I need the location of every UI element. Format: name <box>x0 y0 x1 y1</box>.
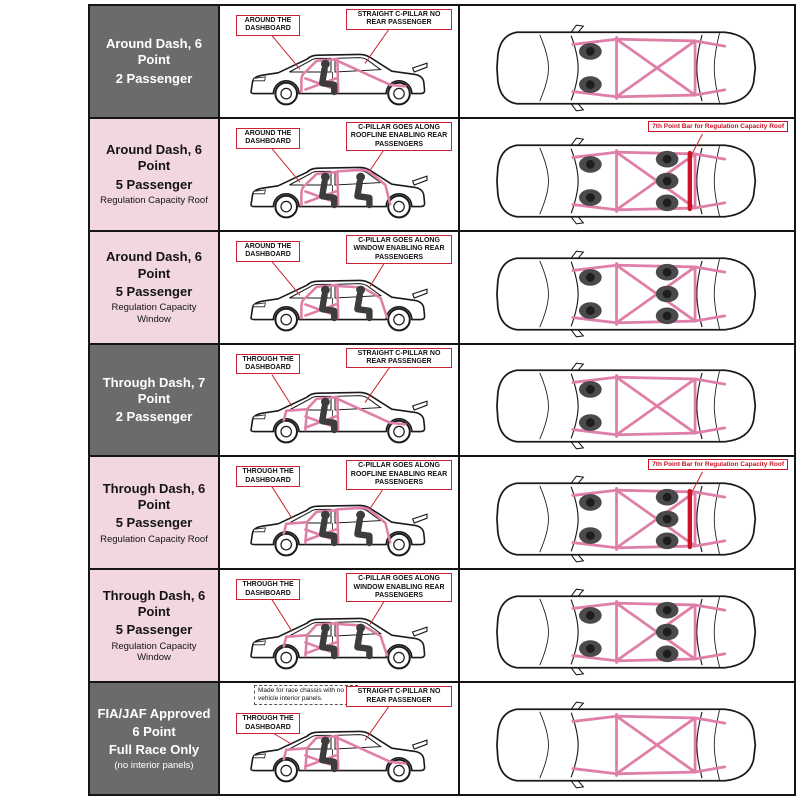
row-label-line: 5 Passenger <box>115 283 193 299</box>
car-top-view-drawing <box>496 362 757 451</box>
car-top-view-drawing <box>496 475 757 563</box>
seventh-point-bar-note: 7th Point Bar for Regulation Capacity Ro… <box>648 120 788 132</box>
row-label-line: 2 Passenger <box>115 409 193 425</box>
side-view-cell: THROUGH THE DASHBOARD C-PILLAR GOES ALON… <box>220 570 460 682</box>
table-row: Around Dash, 6 Point 5 Passenger Regulat… <box>90 118 794 232</box>
side-view-cell: AROUND THE DASHBOARD STRAIGHT C-PILLAR N… <box>220 6 460 117</box>
row-label-line: Full Race Only <box>108 742 200 758</box>
table-row: Around Dash, 6 Point 2 Passenger AROUND … <box>90 6 794 119</box>
top-view-cell <box>460 6 794 117</box>
dashboard-callout: THROUGH THE DASHBOARD <box>236 353 300 375</box>
row-label-subline: (no interior panels) <box>114 760 194 772</box>
car-side-view-drawing <box>250 504 428 557</box>
row-label: Through Dash, 7 Point 2 Passenger <box>90 344 220 456</box>
table-row: Around Dash, 6 Point 5 Passenger Regulat… <box>90 231 794 345</box>
row-label-line: 2 Passenger <box>115 70 193 86</box>
row-label-line: Through Dash, 6 Point <box>102 480 206 513</box>
car-side-view-drawing <box>250 278 428 331</box>
cpillar-callout: STRAIGHT C-PILLAR NO REAR PASSENGER <box>346 686 452 707</box>
top-view-cell: 7th Point Bar for Regulation Capacity Ro… <box>460 119 794 230</box>
side-view-cell: AROUND THE DASHBOARD C-PILLAR GOES ALONG… <box>220 118 460 230</box>
top-view-cell <box>460 683 794 794</box>
row-label-line: 5 Passenger <box>115 622 193 638</box>
car-side-view-drawing <box>250 391 428 444</box>
cpillar-callout: STRAIGHT C-PILLAR NO REAR PASSENGER <box>346 347 452 369</box>
row-label: FIA/JAF Approved 6 Point Full Race Only … <box>90 683 220 795</box>
car-top-view-drawing <box>496 588 757 676</box>
row-label-line: Around Dash, 6 Point <box>105 142 203 174</box>
row-label-subline: Regulation Capacity Roof <box>100 533 208 545</box>
row-label-line: Around Dash, 6 Point <box>105 249 203 281</box>
roll-cage-configuration-chart: Around Dash, 6 Point 2 Passenger AROUND … <box>88 4 796 796</box>
table-row: Through Dash, 6 Point 5 Passenger Regula… <box>90 570 794 684</box>
dashboard-callout: AROUND THE DASHBOARD <box>236 127 300 149</box>
row-label-subline: Regulation Capacity Window <box>111 640 197 664</box>
row-label: Through Dash, 6 Point 5 Passenger Regula… <box>90 457 220 569</box>
dashboard-callout: AROUND THE DASHBOARD <box>236 15 300 36</box>
top-view-cell <box>460 570 794 681</box>
car-top-view-drawing <box>496 249 757 338</box>
table-row: FIA/JAF Approved 6 Point Full Race Only … <box>90 683 794 795</box>
dashboard-callout: AROUND THE DASHBOARD <box>236 240 300 262</box>
table-row: Through Dash, 6 Point 5 Passenger Regula… <box>90 457 794 571</box>
cpillar-callout: C-PILLAR GOES ALONG ROOFLINE ENABLING RE… <box>346 121 452 152</box>
dashboard-callout: THROUGH THE DASHBOARD <box>236 466 300 488</box>
seventh-point-bar-note: 7th Point Bar for Regulation Capacity Ro… <box>648 459 788 471</box>
row-label: Through Dash, 6 Point 5 Passenger Regula… <box>90 570 220 682</box>
cpillar-callout: C-PILLAR GOES ALONG ROOFLINE ENABLING RE… <box>346 460 452 490</box>
row-label: Around Dash, 6 Point 5 Passenger Regulat… <box>90 231 220 343</box>
car-top-view-drawing <box>496 701 757 789</box>
race-chassis-note: Made for race chassis with no vehicle in… <box>254 685 358 705</box>
side-view-cell: THROUGH THE DASHBOARD STRAIGHT C-PILLAR … <box>220 344 460 456</box>
dashboard-callout: THROUGH THE DASHBOARD <box>236 579 300 601</box>
car-side-view-drawing <box>250 166 428 219</box>
top-view-cell <box>460 345 794 456</box>
cpillar-callout: C-PILLAR GOES ALONG WINDOW ENABLING REAR… <box>346 573 452 603</box>
cpillar-callout: C-PILLAR GOES ALONG WINDOW ENABLING REAR… <box>346 234 452 264</box>
row-label: Around Dash, 6 Point 5 Passenger Regulat… <box>90 118 220 230</box>
car-side-view-drawing <box>250 53 428 106</box>
top-view-cell <box>460 232 794 343</box>
car-side-view-drawing <box>250 617 428 670</box>
row-label-line: FIA/JAF Approved <box>97 705 211 721</box>
side-view-cell: AROUND THE DASHBOARD C-PILLAR GOES ALONG… <box>220 231 460 343</box>
row-label-subline: Regulation Capacity Window <box>111 302 197 325</box>
row-label-line: Around Dash, 6 Point <box>105 36 203 68</box>
car-top-view-drawing <box>496 137 757 225</box>
row-label-line: 5 Passenger <box>115 176 193 192</box>
row-label-line: 5 Passenger <box>115 515 193 531</box>
dashboard-callout: THROUGH THE DASHBOARD <box>236 713 300 734</box>
top-view-cell: 7th Point Bar for Regulation Capacity Ro… <box>460 457 794 568</box>
side-view-cell: Made for race chassis with no vehicle in… <box>220 683 460 795</box>
cpillar-callout: STRAIGHT C-PILLAR NO REAR PASSENGER <box>346 9 452 30</box>
row-label: Around Dash, 6 Point 2 Passenger <box>90 6 220 117</box>
table-row: Through Dash, 7 Point 2 Passenger THROUG… <box>90 344 794 458</box>
row-label-line: Through Dash, 6 Point <box>102 587 206 620</box>
row-label-line: 6 Point <box>132 723 176 739</box>
side-view-cell: THROUGH THE DASHBOARD C-PILLAR GOES ALON… <box>220 457 460 569</box>
car-top-view-drawing <box>496 24 757 112</box>
row-label-line: Through Dash, 7 Point <box>102 374 206 406</box>
row-label-subline: Regulation Capacity Roof <box>100 194 208 206</box>
